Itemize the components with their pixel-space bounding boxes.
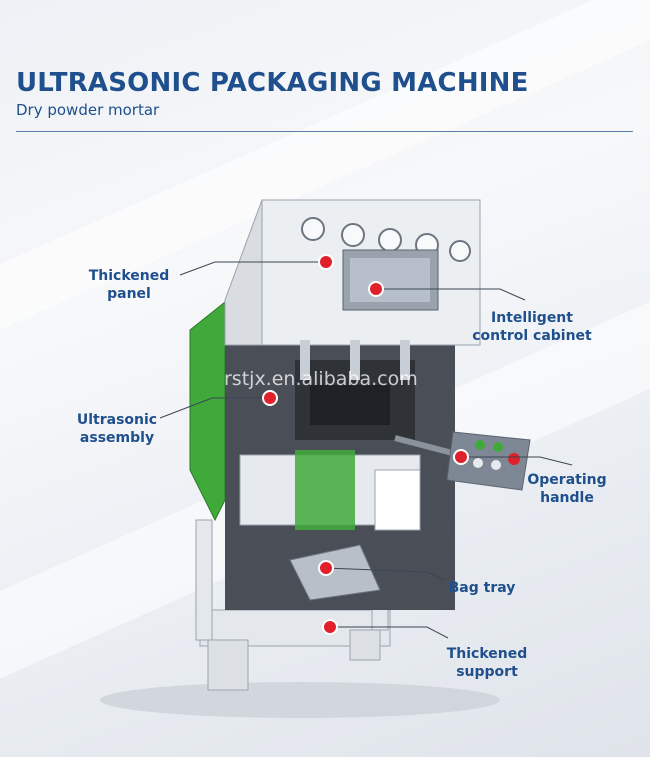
page-title: ULTRASONIC PACKAGING MACHINE: [16, 68, 529, 98]
red-marker-icon: [262, 254, 469, 635]
operating-handle-shape: [394, 431, 531, 491]
watermark: rstjx.en.alibaba.com: [224, 368, 418, 390]
ultrasonic-assembly-shape: [295, 340, 415, 440]
title-divider: [16, 131, 633, 132]
green-side-panel: [189, 300, 226, 522]
callout-bag-tray: Bag tray: [448, 580, 516, 596]
page-subtitle: Dry powder mortar: [16, 101, 160, 119]
top-cabinet-side: [224, 199, 263, 346]
bag-tray-shape: [289, 544, 381, 601]
